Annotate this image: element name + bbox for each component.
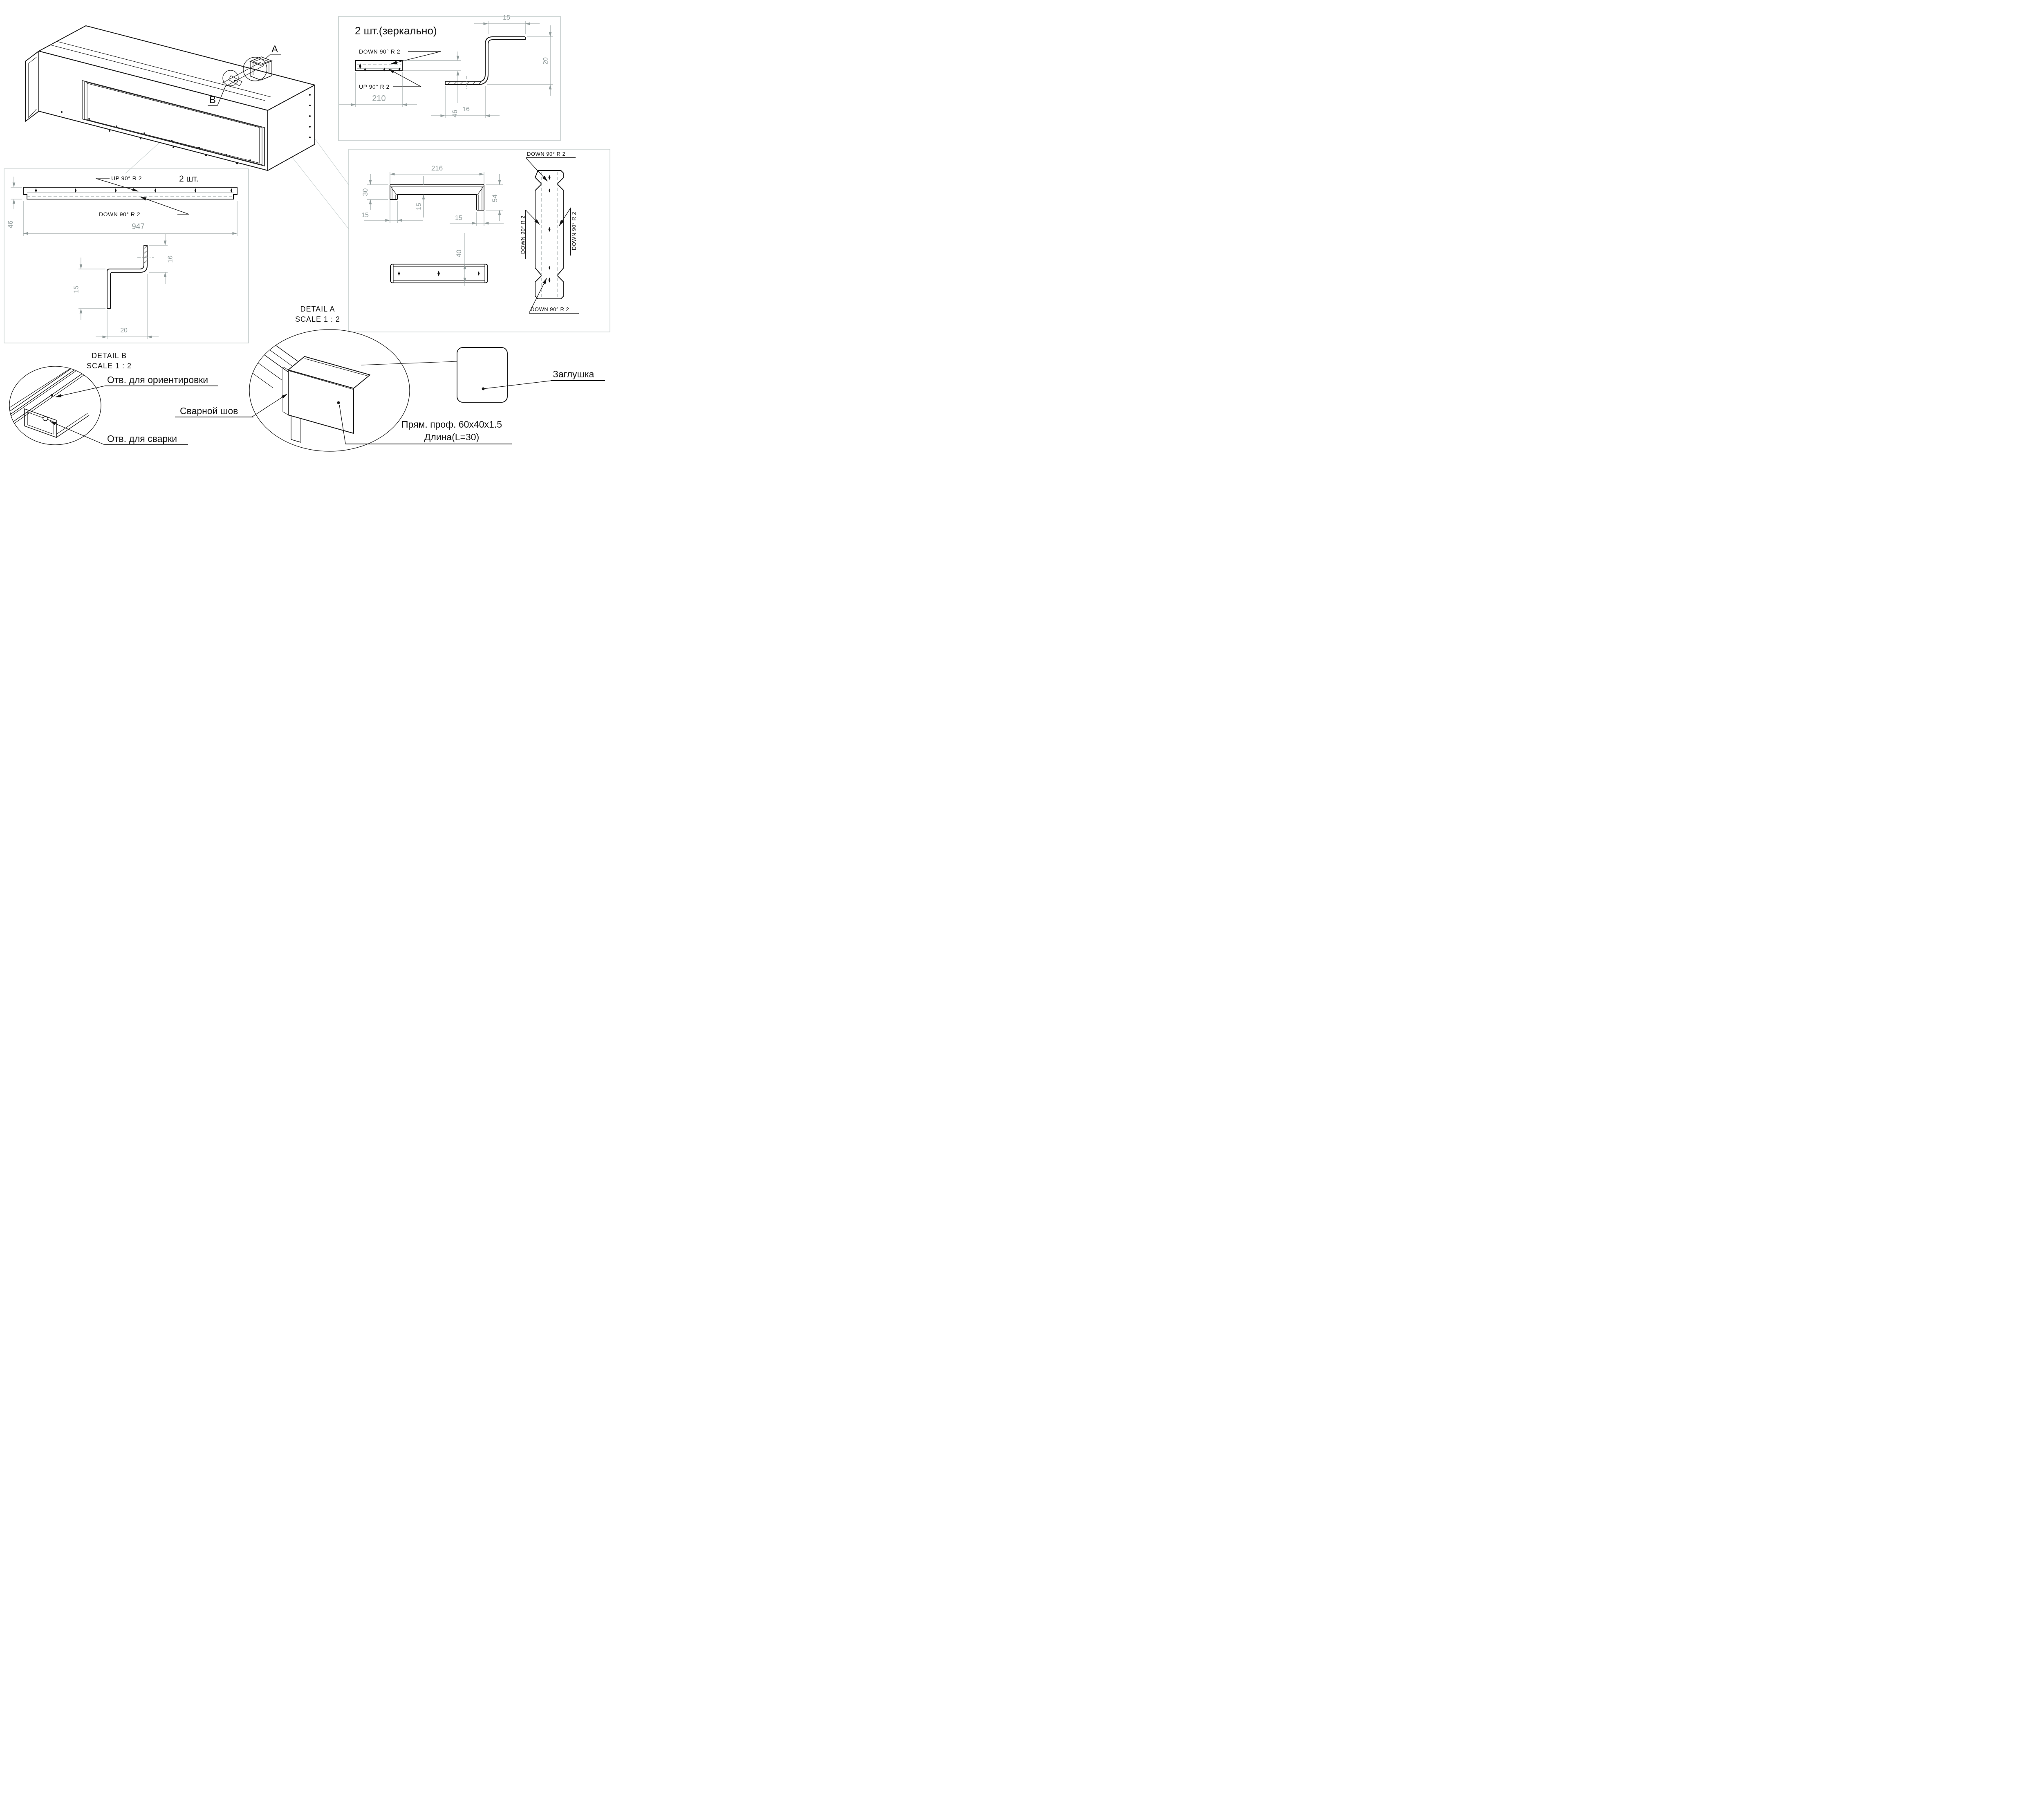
- bend-label-left: DOWN 90° R 2: [520, 215, 526, 254]
- svg-text:DETAIL A: DETAIL A: [300, 305, 335, 313]
- bracket-dim-bottom: 16: [431, 86, 500, 118]
- enclosure-right-face: [267, 85, 315, 171]
- channel-dim-54: 54: [486, 174, 503, 221]
- label-a: A: [271, 44, 278, 55]
- channel-dim-15-right: 15: [450, 212, 504, 226]
- svg-text:16: 16: [462, 106, 470, 113]
- rivet-dots: [61, 94, 311, 164]
- callout-hole-orientation: Отв. для ориентировки: [107, 374, 208, 385]
- drawing-sheet: A B 2 шт.(зеркально) DOWN 90° R 2 UP 90°…: [0, 0, 642, 452]
- panel-bracket-drawing: 2 шт.(зеркально) DOWN 90° R 2 UP 90° R 2…: [338, 14, 561, 141]
- panel-rail-drawing: UP 90° R 2 2 шт. DOWN 90° R 2 46: [4, 168, 249, 343]
- hatch-marks: [143, 245, 148, 264]
- bracket-dim-side: 20: [487, 25, 553, 96]
- rail-z-profile: [107, 245, 154, 309]
- svg-text:30: 30: [361, 188, 369, 196]
- bracket-flat-blank: [355, 60, 403, 72]
- rail-bend-up-label: UP 90° R 2: [111, 175, 142, 182]
- cap-square: [457, 347, 508, 403]
- rail-dim-height: 46: [7, 177, 22, 228]
- channel-front-view: [390, 184, 484, 211]
- bracket-dim-top: 15: [474, 14, 540, 34]
- svg-text:15: 15: [361, 212, 369, 219]
- svg-text:216: 216: [431, 164, 443, 172]
- enclosure-window: [82, 80, 265, 166]
- bracket-bend-down-label: DOWN 90° R 2: [359, 48, 400, 55]
- bracket-bend-up-label: UP 90° R 2: [359, 83, 390, 90]
- detail-a-callout-circle: [243, 57, 267, 81]
- svg-text:40: 40: [455, 250, 463, 258]
- detail-b-content: [9, 366, 92, 438]
- channel-dim-40: 40: [455, 233, 466, 286]
- flat-pattern-bend-labels: DOWN 90° R 2 DOWN 90° R 2 DOWN 90° R 2 D…: [520, 151, 579, 314]
- svg-text:15: 15: [73, 286, 80, 293]
- rail-flat-blank: [23, 187, 238, 200]
- isometric-enclosure: A B: [25, 25, 315, 171]
- channel-dim-15-left: 15: [361, 201, 423, 223]
- detail-a-content: [249, 330, 370, 443]
- rail-bend-down-label: DOWN 90° R 2: [99, 211, 140, 217]
- detail-a-callout-label: A: [264, 44, 281, 60]
- rail-dim-15: 15: [73, 258, 105, 320]
- svg-text:DETAIL B: DETAIL B: [92, 352, 127, 360]
- bend-label-bottom: DOWN 90° R 2: [531, 306, 569, 312]
- svg-text:20: 20: [542, 57, 549, 65]
- channel-dim-15-mid: 15: [416, 176, 425, 217]
- svg-text:54: 54: [491, 195, 499, 202]
- bracket-z-profile: [445, 36, 526, 91]
- bracket-dim-length: 210: [339, 72, 417, 107]
- channel-flat-pattern: [534, 170, 564, 299]
- bracket-title: 2 шт.(зеркально): [355, 25, 437, 37]
- label-b: B: [209, 94, 216, 105]
- svg-text:SCALE 1 : 2: SCALE 1 : 2: [87, 362, 132, 370]
- top-rail: [50, 41, 271, 101]
- callout-profile: Прям. проф. 60x40x1.5: [401, 419, 502, 430]
- enclosure-left-cap: [25, 51, 39, 122]
- rail-dim-16: 16: [149, 234, 174, 284]
- detail-b-callout-circle: [222, 70, 239, 86]
- rail-qty: 2 шт.: [179, 174, 199, 184]
- svg-text:46: 46: [451, 110, 459, 118]
- svg-text:210: 210: [372, 94, 385, 103]
- detail-a-title: DETAIL A SCALE 1 : 2: [295, 305, 340, 323]
- svg-text:16: 16: [167, 256, 174, 263]
- rail-dim-20: 20: [96, 274, 159, 339]
- detail-b-title: DETAIL B SCALE 1 : 2: [87, 352, 132, 370]
- callout-cap: Заглушка: [553, 369, 594, 379]
- callout-hole-welding: Отв. для сварки: [107, 433, 177, 444]
- detail-b-view: Отв. для ориентировки Отв. для сварки: [9, 366, 218, 445]
- channel-bar-view: [390, 264, 488, 283]
- callout-profile-length: Длина(L=30): [424, 432, 479, 442]
- detail-b-callout-label: B: [208, 85, 226, 106]
- svg-text:20: 20: [120, 327, 128, 334]
- svg-text:15: 15: [503, 14, 510, 21]
- bend-label-top: DOWN 90° R 2: [527, 151, 565, 157]
- svg-text:SCALE 1 : 2: SCALE 1 : 2: [295, 315, 340, 323]
- svg-text:15: 15: [455, 215, 462, 222]
- panel-channel-drawing: 216 30: [348, 149, 610, 332]
- svg-text:947: 947: [132, 222, 145, 231]
- channel-dim-30: 30: [361, 174, 388, 210]
- svg-text:15: 15: [416, 203, 423, 210]
- rail-dim-length: 947: [23, 201, 238, 236]
- hatch-marks: [447, 81, 482, 85]
- svg-text:46: 46: [7, 221, 14, 229]
- bend-label-right: DOWN 90° R 2: [571, 212, 577, 250]
- callout-weld-seam: Сварной шов: [180, 406, 238, 416]
- detail-a-view: Заглушка Сварной шов Прям. проф. 60x40x1…: [175, 329, 605, 452]
